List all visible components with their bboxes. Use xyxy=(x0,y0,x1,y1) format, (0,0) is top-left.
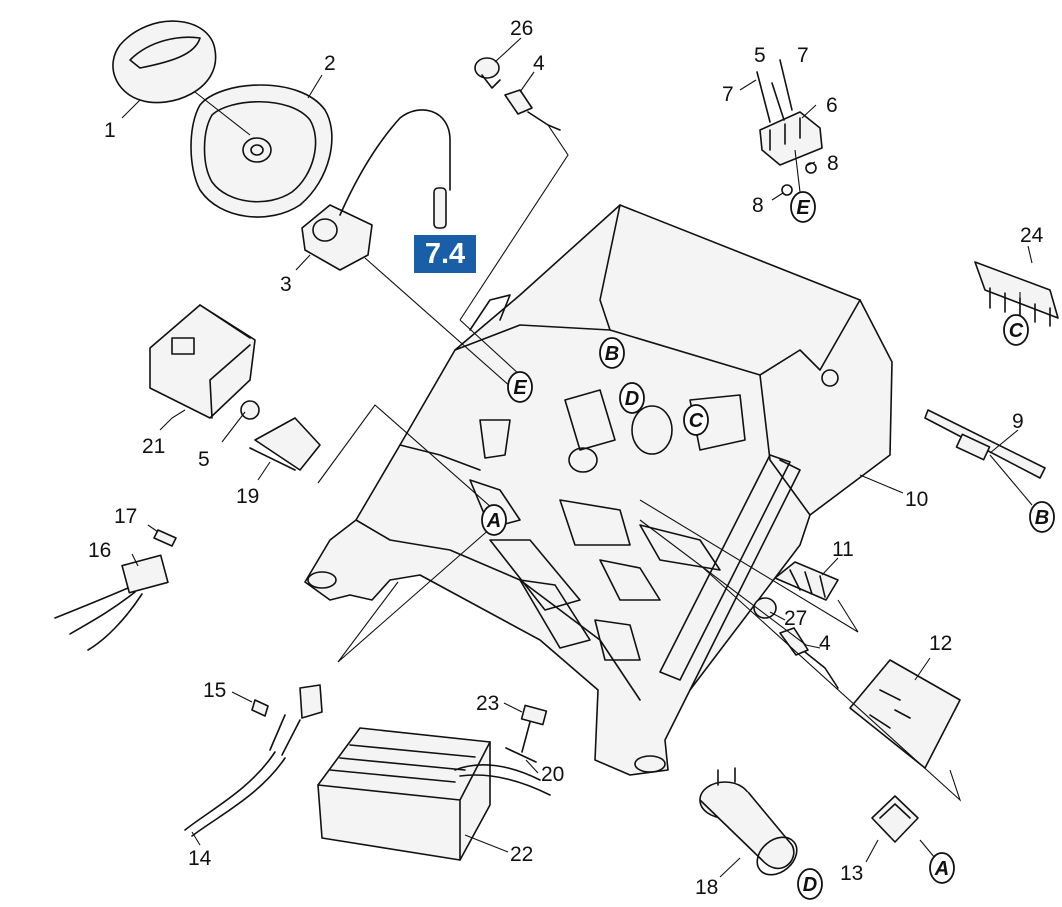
interference-filter-part xyxy=(54,529,177,651)
label-part-20: 20 xyxy=(541,763,564,786)
control-module-part xyxy=(849,659,961,769)
terminal-block-part xyxy=(774,561,839,601)
callout-c-comb-label: C xyxy=(1009,320,1024,342)
callout-b-bar: B xyxy=(1029,501,1055,533)
label-part-14: 14 xyxy=(188,847,212,870)
callout-c-housing: C xyxy=(683,404,709,436)
label-part-22: 22 xyxy=(510,843,533,866)
comb-part xyxy=(974,261,1059,327)
callout-d-capacitor-label: D xyxy=(803,874,817,896)
callout-e-housing-label: E xyxy=(513,377,527,399)
knob-part xyxy=(112,20,217,104)
callout-c-housing-label: C xyxy=(689,410,704,432)
label-part-21: 21 xyxy=(142,435,165,458)
callout-a-switch: A xyxy=(929,852,955,884)
label-part-19: 19 xyxy=(236,485,259,508)
callout-d-housing: D xyxy=(619,382,645,414)
label-part-6: 6 xyxy=(826,94,838,117)
label-part-15: 15 xyxy=(203,679,226,702)
label-part-5-top: 5 xyxy=(754,44,766,67)
sensor-bar-part xyxy=(924,409,1046,479)
label-part-16: 16 xyxy=(88,539,111,562)
label-part-2: 2 xyxy=(324,52,336,75)
label-part-4-lower: 4 xyxy=(819,632,831,655)
label-part-7-right: 7 xyxy=(797,44,809,67)
label-part-23: 23 xyxy=(476,692,499,715)
label-part-7-left: 7 xyxy=(722,83,734,106)
main-housing xyxy=(304,204,893,776)
label-part-5-lower: 5 xyxy=(198,448,210,471)
section-reference-box: 7.4 xyxy=(414,235,476,273)
label-part-10: 10 xyxy=(905,488,928,511)
label-part-24: 24 xyxy=(1020,224,1044,247)
label-part-9: 9 xyxy=(1012,410,1024,433)
part-number-labels: 1 2 3 26 4 5 7 7 6 8 8 24 9 10 21 5 19 1… xyxy=(88,17,1044,899)
label-part-27: 27 xyxy=(784,607,807,630)
rocker-switch-part xyxy=(871,795,919,843)
label-part-17: 17 xyxy=(114,505,137,528)
label-part-12: 12 xyxy=(929,632,952,655)
capacitor-part xyxy=(699,767,798,876)
label-part-18: 18 xyxy=(695,876,718,899)
section-reference-label: 7.4 xyxy=(424,237,466,270)
callout-a-housing: A xyxy=(481,504,507,536)
label-part-1: 1 xyxy=(104,119,116,142)
callout-b-housing-label: B xyxy=(605,343,619,365)
dial-cover-part xyxy=(190,84,333,218)
mounting-clip-part xyxy=(249,417,321,471)
label-part-3: 3 xyxy=(280,273,292,296)
callout-a-switch-label: A xyxy=(934,858,949,880)
indicator-lamp-top-part xyxy=(474,57,561,131)
label-part-8-left: 8 xyxy=(752,194,764,217)
callout-e-housing: E xyxy=(507,371,533,403)
callout-e-bracket-label: E xyxy=(796,197,810,219)
callout-c-comb: C xyxy=(1003,314,1029,346)
leader-lines xyxy=(121,37,1033,878)
terminal-bracket-part xyxy=(756,59,823,196)
label-part-26: 26 xyxy=(510,17,533,40)
callout-a-housing-label: A xyxy=(486,510,501,532)
label-part-13: 13 xyxy=(840,862,863,885)
callout-d-housing-label: D xyxy=(625,388,639,410)
fixing-bolt-part xyxy=(505,704,548,763)
callout-b-housing: B xyxy=(599,337,625,369)
label-part-11: 11 xyxy=(832,538,854,561)
callout-d-capacitor: D xyxy=(797,868,823,900)
label-part-8-right: 8 xyxy=(827,152,839,175)
callout-e-bracket: E xyxy=(790,191,816,223)
callout-b-bar-label: B xyxy=(1035,507,1049,529)
thermostat-part xyxy=(301,109,451,271)
label-part-4-top: 4 xyxy=(533,52,545,75)
contactor-part xyxy=(149,304,260,420)
transformer-part xyxy=(317,727,551,861)
power-cable-part xyxy=(184,684,323,837)
